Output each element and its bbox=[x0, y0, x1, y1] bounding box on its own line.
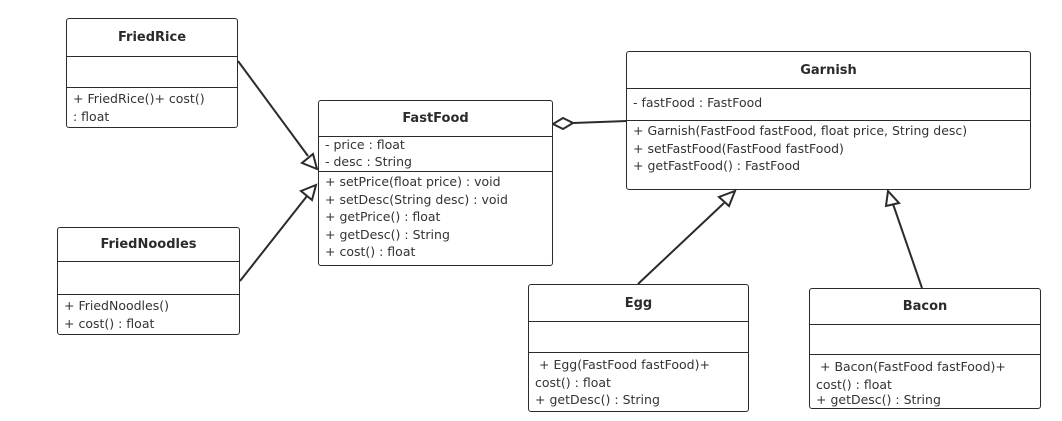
operations-compartment: + FriedRice()+ cost() : float bbox=[67, 88, 237, 127]
operation: + getDesc() : String bbox=[816, 392, 941, 407]
class-name: FriedRice bbox=[67, 19, 237, 57]
class-garnish[interactable]: Garnish - fastFood : FastFood + Garnish(… bbox=[626, 51, 1031, 190]
class-fastfood[interactable]: FastFood - price : float - desc : String… bbox=[318, 100, 553, 266]
attributes-compartment bbox=[67, 57, 237, 88]
class-name: FriedNoodles bbox=[58, 228, 239, 262]
edge-friednoodles-to-fastfood bbox=[239, 195, 308, 282]
operation: + FriedRice()+ cost() bbox=[73, 91, 205, 106]
attribute: - desc : String bbox=[325, 153, 412, 169]
generalization-arrowhead-icon bbox=[299, 183, 318, 202]
operation: + getDesc() : String bbox=[535, 392, 660, 407]
operation: + getPrice() : float bbox=[325, 209, 441, 224]
attribute: - fastFood : FastFood bbox=[633, 95, 763, 110]
aggregation-diamond-icon bbox=[550, 116, 576, 131]
operation: + cost() : float bbox=[64, 315, 155, 331]
operation: cost() : float bbox=[535, 374, 611, 390]
operation: + Garnish(FastFood fastFood, float price… bbox=[633, 123, 968, 138]
operation: + getDesc() : String bbox=[325, 226, 450, 242]
generalization-arrowhead-icon bbox=[884, 188, 901, 208]
generalization-arrowhead-icon bbox=[300, 152, 319, 171]
edge-egg-to-garnish bbox=[637, 202, 725, 285]
operation: + getFastFood() : FastFood bbox=[633, 158, 801, 173]
class-bacon[interactable]: Bacon + Bacon(FastFood fastFood)+ cost()… bbox=[809, 288, 1041, 409]
class-friedrice[interactable]: FriedRice + FriedRice()+ cost() : float bbox=[66, 18, 238, 128]
attribute: - price : float bbox=[325, 137, 405, 152]
operation: + Egg(FastFood fastFood)+ bbox=[539, 357, 710, 372]
class-name: FastFood bbox=[319, 101, 552, 137]
operation: : float bbox=[73, 108, 110, 124]
attributes-compartment bbox=[529, 322, 748, 353]
operation: cost() : float bbox=[816, 376, 892, 392]
operation: + setDesc(String desc) : void bbox=[325, 191, 508, 207]
operations-compartment: + FriedNoodles() + cost() : float bbox=[58, 295, 239, 334]
operations-compartment: + setPrice(float price) : void + setDesc… bbox=[319, 172, 552, 265]
class-name: Bacon bbox=[810, 289, 1040, 325]
operations-compartment: + Bacon(FastFood fastFood)+ cost() : flo… bbox=[810, 355, 1040, 408]
attributes-compartment: - fastFood : FastFood bbox=[627, 89, 1030, 121]
operation: + Bacon(FastFood fastFood)+ bbox=[820, 359, 1006, 374]
operation: + setPrice(float price) : void bbox=[325, 174, 501, 189]
class-friednoodles[interactable]: FriedNoodles + FriedNoodles() + cost() :… bbox=[57, 227, 240, 335]
operation: + setFastFood(FastFood fastFood) bbox=[633, 140, 844, 156]
attributes-compartment bbox=[810, 325, 1040, 355]
generalization-arrowhead-icon bbox=[717, 189, 737, 208]
class-egg[interactable]: Egg + Egg(FastFood fastFood)+ cost() : f… bbox=[528, 284, 749, 412]
operation: + FriedNoodles() bbox=[64, 298, 169, 313]
operations-compartment: + Garnish(FastFood fastFood, float price… bbox=[627, 121, 1030, 189]
class-name: Egg bbox=[529, 285, 748, 322]
attributes-compartment bbox=[58, 262, 239, 295]
operation: + cost() : float bbox=[325, 244, 416, 259]
operations-compartment: + Egg(FastFood fastFood)+ cost() : float… bbox=[529, 353, 748, 411]
class-name: Garnish bbox=[627, 52, 1030, 89]
edge-friedrice-to-fastfood bbox=[237, 60, 309, 157]
attributes-compartment: - price : float - desc : String bbox=[319, 137, 552, 172]
edge-garnish-to-fastfood bbox=[572, 120, 628, 124]
edge-bacon-to-garnish bbox=[892, 203, 923, 289]
